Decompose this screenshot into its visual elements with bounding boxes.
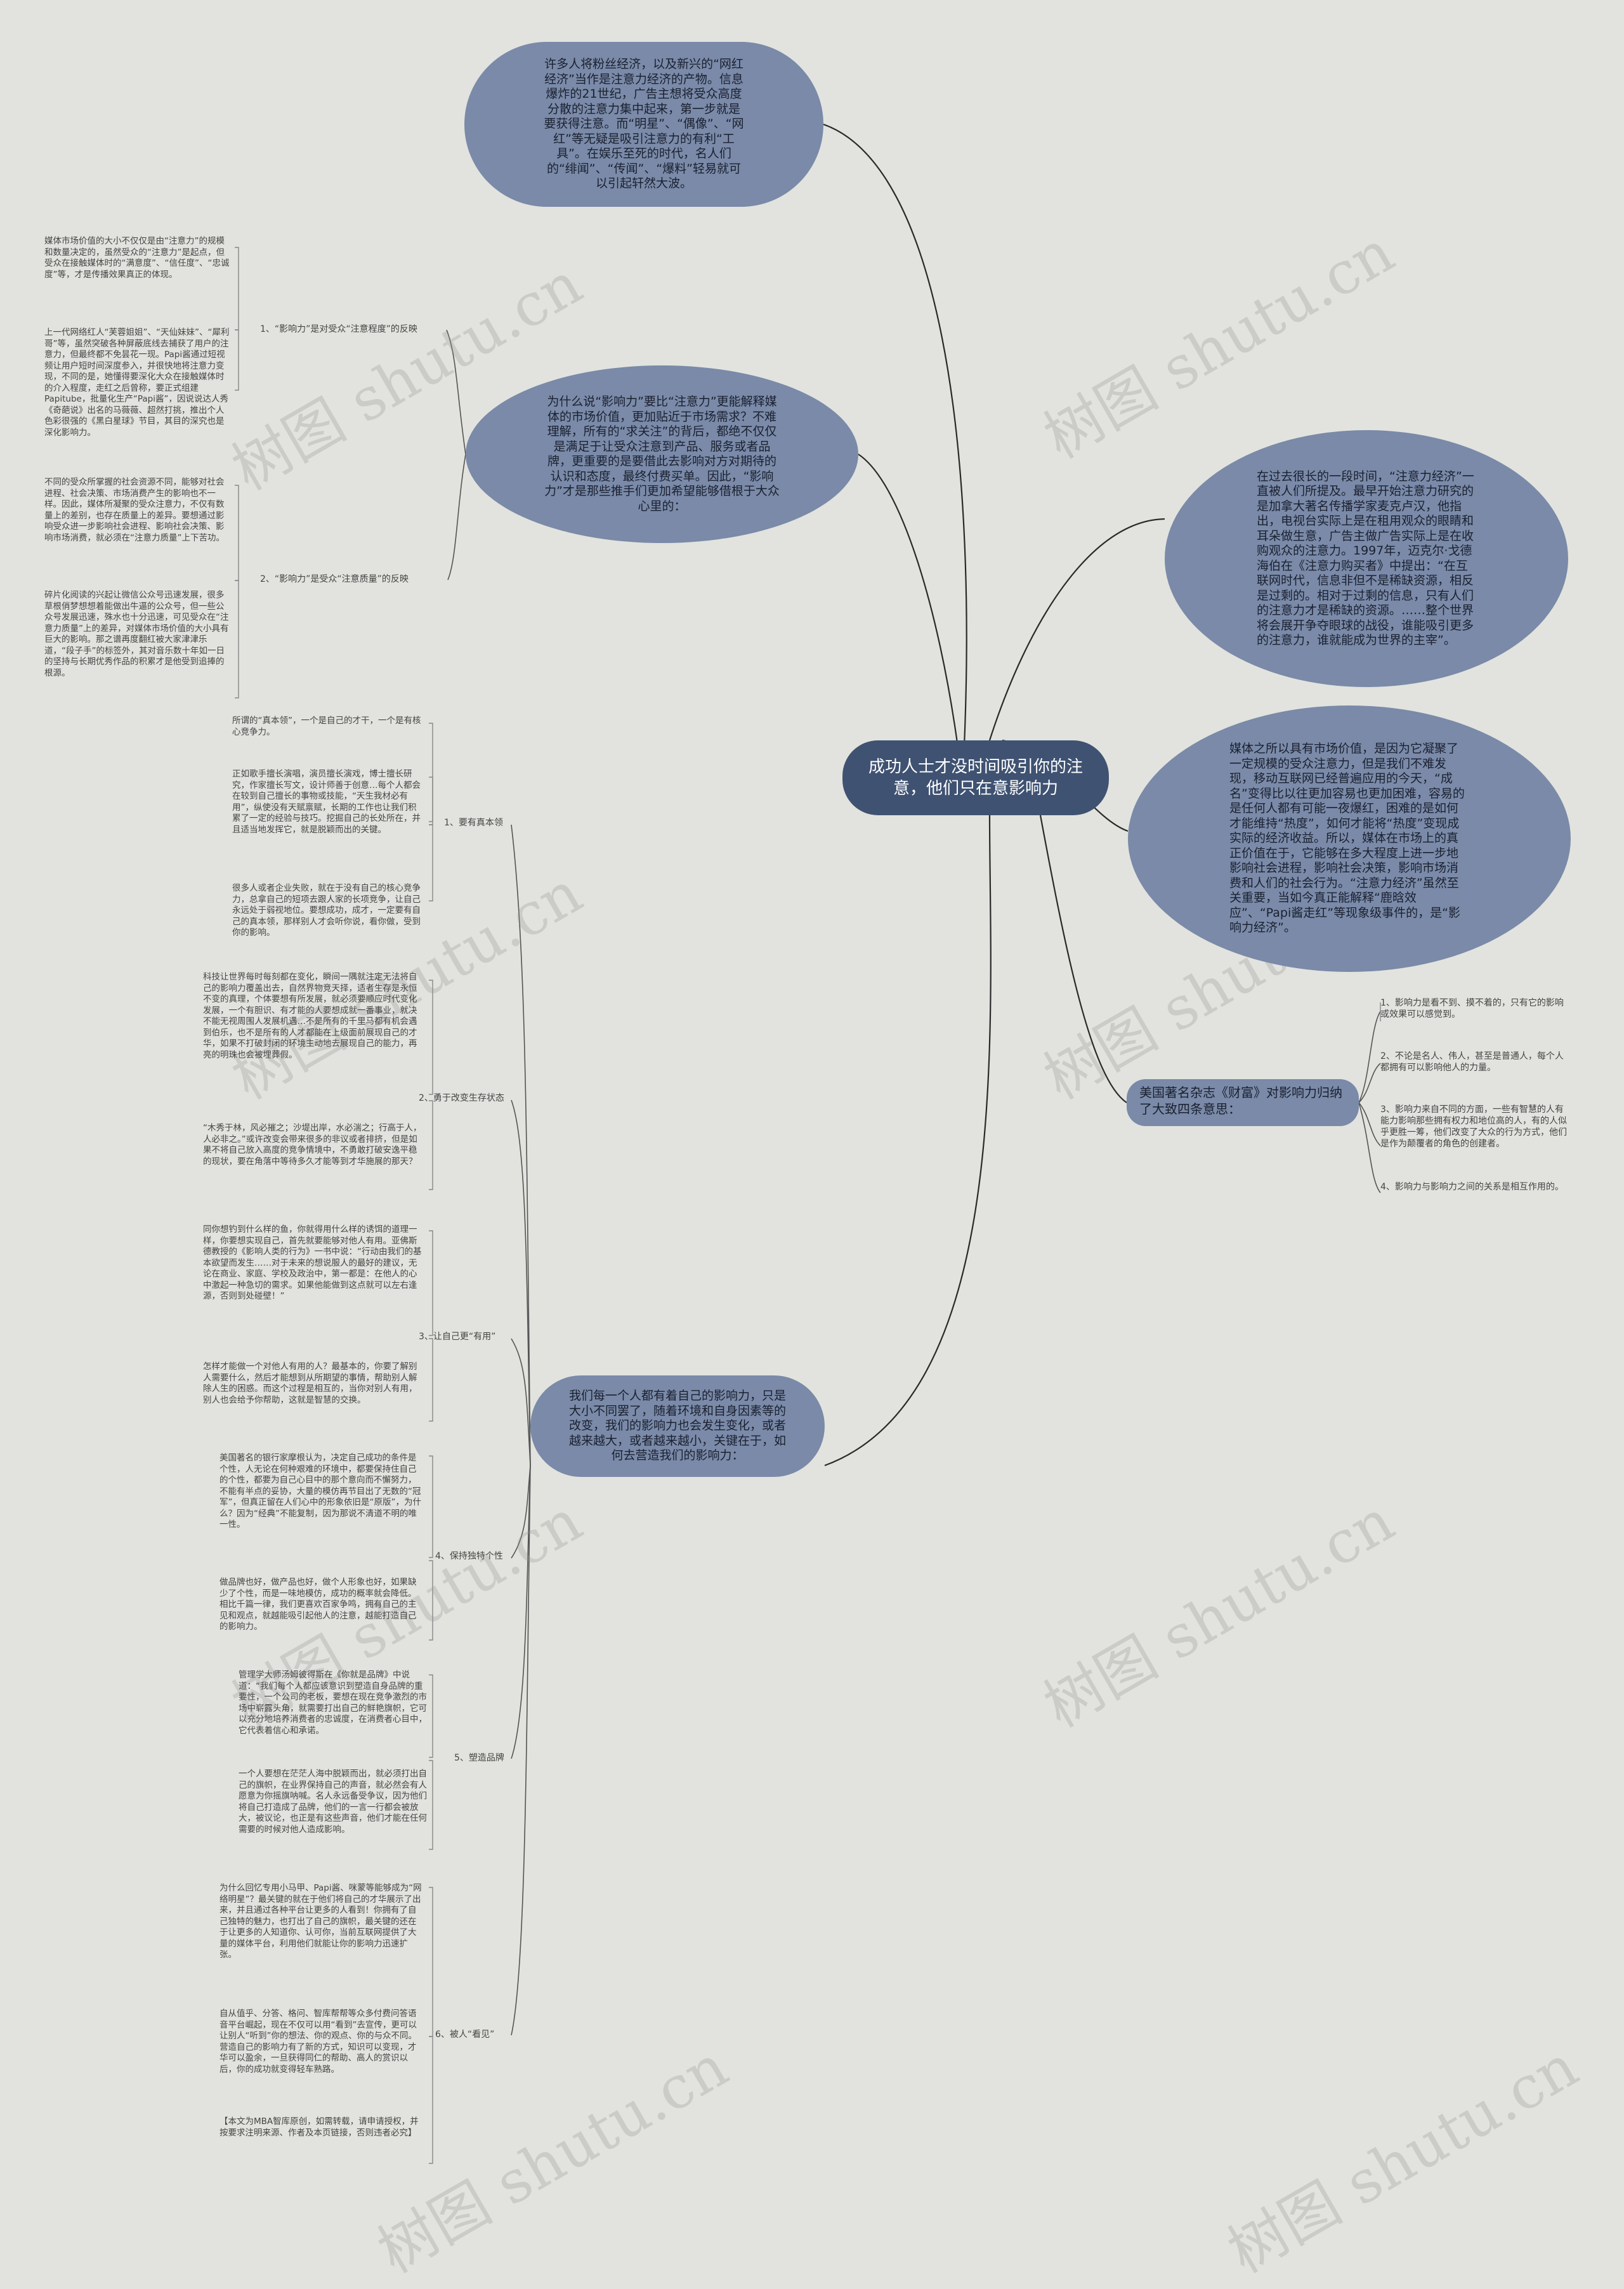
attention-economy-node[interactable]: 在过去很长的一段时间，“注意力经济”一直被人们所提及。最早开始注意力研究的是加拿… xyxy=(1165,430,1568,687)
top-node[interactable]: 许多人将粉丝经济，以及新兴的“网红经济”当作是注意力经济的产物。信息爆炸的21世… xyxy=(464,42,823,207)
why-node[interactable]: 为什么说“影响力”要比“注意力”更能解释媒体的市场价值，更加贴近于市场需求？不难… xyxy=(466,365,858,543)
central-topic[interactable]: 成功人士才没时间吸引你的注意，他们只在意影响力 xyxy=(842,740,1109,815)
top-node-text: 许多人将粉丝经济，以及新兴的“网红经济”当作是注意力经济的产物。信息爆炸的21世… xyxy=(544,57,744,191)
why-node-text: 为什么说“影响力”要比“注意力”更能解释媒体的市场价值，更加贴近于市场需求？不难… xyxy=(544,395,780,513)
bottom-sub-1[interactable]: 1、要有真本领 xyxy=(444,818,503,828)
why-sub-2-leaf: 不同的受众所掌握的社会资源不同，能够对社会进程、社会决策、市场消费产生的影响也不… xyxy=(44,477,225,543)
bottom-node-text: 我们每一个人都有着自己的影响力，只是大小不同罢了，随着环境和自身因素等的改变，我… xyxy=(568,1389,786,1463)
bottom-sub-2-leaf: “木秀于林，风必摧之；沙堤出岸，水必湍之；行高于人，人必非之。”或许改变会带来很… xyxy=(203,1123,422,1167)
influence-economy-node[interactable]: 媒体之所以具有市场价值，是因为它凝聚了一定规模的受众注意力，但是我们不难发现，移… xyxy=(1128,705,1571,972)
bottom-node[interactable]: 我们每一个人都有着自己的影响力，只是大小不同罢了，随着环境和自身因素等的改变，我… xyxy=(530,1375,825,1477)
bottom-sub-3[interactable]: 3、让自己更“有用” xyxy=(419,1332,496,1342)
fortune-leaf: 2、不论是名人、伟人，甚至是普通人，每个人都拥有可以影响他人的力量。 xyxy=(1380,1051,1564,1073)
bottom-sub-5-leaf: 管理学大师汤姆彼得斯在《你就是品牌》中说道：“我们每个人都应该意识到塑造自身品牌… xyxy=(239,1670,427,1736)
attention-economy-text: 在过去很长的一段时间，“注意力经济”一直被人们所提及。最早开始注意力研究的是加拿… xyxy=(1257,469,1474,648)
bottom-sub-6[interactable]: 6、被人“看见” xyxy=(435,2030,495,2040)
bottom-sub-2[interactable]: 2、勇于改变生存状态 xyxy=(419,1093,504,1103)
connector-lines xyxy=(235,123,1381,2164)
bottom-sub-6-leaf: 【本文为MBA智库原创，如需转载，请申请授权，并按要求注明来源、作者及本页链接，… xyxy=(219,2116,419,2138)
why-sub-2[interactable]: 2、“影响力”是受众“注意质量”的反映 xyxy=(260,574,409,584)
bottom-sub-4-leaf: 美国著名的银行家摩根认为，决定自己成功的条件是个性，人无论在何种艰难的环境中，都… xyxy=(219,1453,421,1530)
bottom-sub-4[interactable]: 4、保持独特个性 xyxy=(435,1551,503,1561)
bottom-sub-5-leaf: 一个人要想在茫茫人海中脱颖而出，就必须打出自己的旗帜，在业界保持自己的声音，就必… xyxy=(239,1769,427,1835)
bottom-sub-5[interactable]: 5、塑造品牌 xyxy=(454,1753,504,1763)
bottom-sub-3-leaf: 怎样才能做一个对他人有用的人？最基本的，你要了解别人需要什么，然后才能想到从所期… xyxy=(203,1361,417,1405)
fortune-node-text: 美国著名杂志《财富》对影响力归纳了大致四条意思： xyxy=(1139,1085,1342,1117)
why-sub-2-leaf: 碎片化阅读的兴起让微信公众号迅速发展，很多草根俏梦想想着能做出牛逼的公众号，但一… xyxy=(44,590,229,678)
why-sub-1-leaf: 上一代网络红人“芙蓉姐姐”、“天仙妹妹”、“犀利哥”等，虽然突破各种屏蔽底线去捕… xyxy=(44,327,230,438)
bottom-sub-2-leaf: 科技让世界每时每刻都在变化，瞬间一隅就注定无法将自己的影响力覆盖出去，自然界物竞… xyxy=(203,972,417,1060)
central-topic-text: 成功人士才没时间吸引你的注意，他们只在意影响力 xyxy=(868,758,1083,798)
why-sub-1[interactable]: 1、“影响力”是对受众“注意程度”的反映 xyxy=(260,324,417,334)
influence-economy-text: 媒体之所以具有市场价值，是因为它凝聚了一定规模的受众注意力，但是我们不难发现，移… xyxy=(1229,742,1465,935)
fortune-node[interactable]: 美国著名杂志《财富》对影响力归纳了大致四条意思： xyxy=(1127,1079,1359,1126)
fortune-leaf: 1、影响力是看不到、摸不着的，只有它的影响或效果可以感觉到。 xyxy=(1380,998,1564,1020)
fortune-leaf: 3、影响力来自不同的方面，一些有智慧的人有能力影响那些拥有权力和地位高的人，有的… xyxy=(1380,1105,1567,1149)
bottom-sub-3-leaf: 同你想钓到什么样的鱼，你就得用什么样的诱饵的道理一样，你要想实现自己，首先就要能… xyxy=(203,1224,422,1301)
fortune-leaf: 4、影响力与影响力之间的关系是相互作用的。 xyxy=(1380,1182,1564,1192)
bottom-sub-1-leaf: 正如歌手擅长演唱，演员擅长演戏，博士擅长研究，作家擅长写文，设计师善于创意…每个… xyxy=(232,769,421,835)
why-sub-1-leaf: 媒体市场价值的大小不仅仅是由“注意力”的规模和数量决定的，虽然受众的“注意力”是… xyxy=(44,236,230,280)
bottom-sub-6-leaf: 自从值乎、分答、格问、智库帮帮等众多付费问答语音平台崛起，现在不仅可以用“看到”… xyxy=(219,2009,417,2075)
bottom-sub-1-leaf: 很多人或者企业失败，就在于没有自己的核心竞争力，总拿自己的短项去跟人家的长项竞争… xyxy=(232,883,421,938)
bottom-sub-6-leaf: 为什么回忆专用小马甲、Papi酱、咪蒙等能够成为“网络明星”？最关键的就在于他们… xyxy=(219,1883,422,1960)
bottom-sub-4-leaf: 做品牌也好，做产品也好，做个人形象也好，如果缺少了个性，而是一味地模仿，成功的概… xyxy=(219,1577,417,1632)
bottom-sub-1-leaf: 所谓的“真本领”，一个是自己的才干，一个是有核心竞争力。 xyxy=(232,716,421,737)
